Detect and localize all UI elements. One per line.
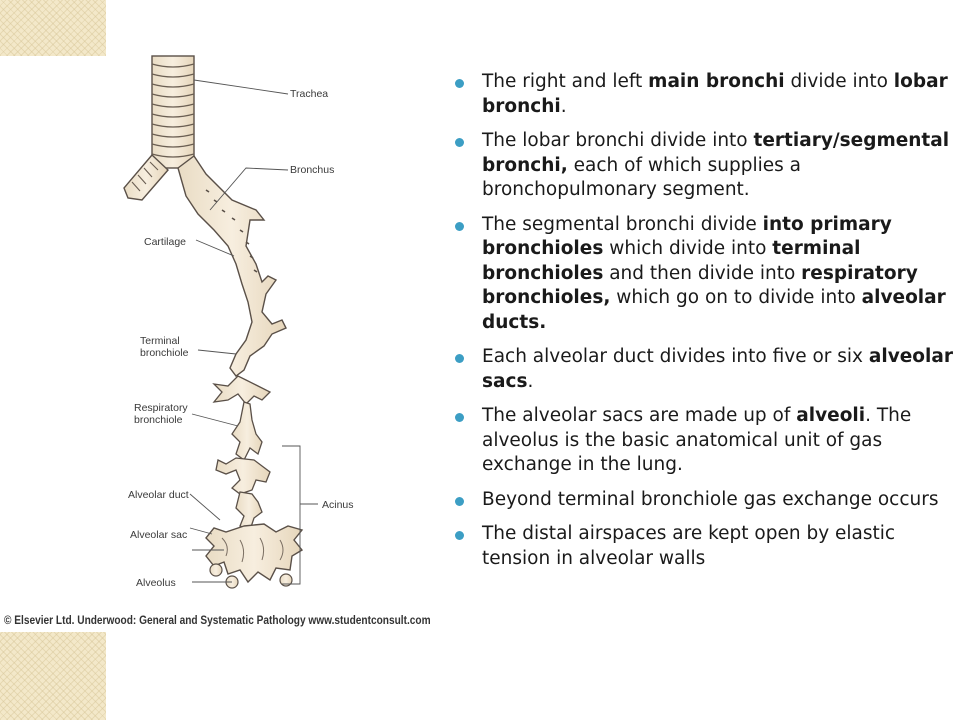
label-alveolus: Alveolus	[136, 577, 176, 589]
bullet-text: The alveolar sacs are made up of	[482, 405, 797, 426]
corner-decoration-top	[0, 0, 106, 56]
bullet-bold-term: lobar bronchi	[482, 71, 948, 117]
bullet-bold-term: alveolar ducts.	[482, 287, 946, 333]
bullet-text: The segmental bronchi divide	[482, 213, 763, 235]
bullet-dot-icon	[455, 531, 464, 540]
label-trachea: Trachea	[290, 88, 328, 100]
bullet-bold-term: terminal bronchioles	[482, 238, 861, 284]
bullet-item: The alveolar sacs are made up of alveoli…	[455, 404, 955, 478]
label-respiratory-2: bronchiole	[134, 414, 183, 426]
bullet-text: each of which supplies a bronchopulmonar…	[482, 154, 801, 201]
label-terminal-1: Terminal	[140, 335, 180, 347]
bullet-dot-icon	[455, 79, 464, 88]
airway-diagram: Trachea Bronchus Cartilage Terminal bron…	[0, 50, 460, 610]
label-respiratory-1: Respiratory	[134, 402, 188, 414]
bullet-text: which divide into	[603, 238, 773, 259]
bullet-text: Beyond terminal bronchiole gas exchange …	[482, 488, 939, 510]
label-terminal-2: bronchiole	[140, 347, 189, 359]
leader-lines	[189, 79, 318, 585]
bullet-item: The lobar bronchi divide into tertiary/s…	[455, 129, 955, 203]
label-cartilage: Cartilage	[144, 236, 186, 248]
bullet-bold-term: alveoli	[796, 405, 866, 426]
bullet-item: The right and left main bronchi divide i…	[455, 70, 955, 119]
bullet-text: . The alveolus is the basic anatomical u…	[482, 405, 912, 475]
bullet-text: and then divide into	[603, 262, 802, 284]
bullet-dot-icon	[455, 221, 464, 231]
corner-decoration-bottom	[0, 632, 106, 720]
bullet-bold-term: respiratory bronchioles,	[482, 262, 918, 309]
bullet-item: Beyond terminal bronchiole gas exchange …	[455, 488, 955, 513]
bullet-text: .	[560, 95, 567, 117]
label-bronchus: Bronchus	[290, 164, 334, 176]
bullet-bold-term: alveolar sacs	[482, 346, 953, 392]
bullet-dot-icon	[455, 413, 464, 422]
bullet-dot-icon	[455, 138, 464, 147]
bullet-list: The right and left main bronchi divide i…	[455, 70, 955, 581]
label-alveolar-duct: Alveolar duct	[128, 489, 189, 501]
bullet-text: which go on to divide into	[610, 287, 862, 308]
bullet-text: The right and left	[482, 71, 649, 92]
bullet-text: Each alveolar duct divides into five or …	[482, 346, 869, 367]
bullet-dot-icon	[455, 496, 464, 506]
bullet-text: The lobar bronchi divide into	[482, 130, 754, 151]
bullet-bold-term: into primary bronchioles	[482, 213, 892, 260]
bullet-item: Each alveolar duct divides into five or …	[455, 345, 955, 394]
bullet-text: divide into	[784, 71, 894, 92]
bullet-dot-icon	[455, 354, 464, 363]
label-alveolar-sac: Alveolar sac	[130, 529, 187, 541]
bullet-text: The distal airspaces are kept open by el…	[482, 523, 896, 569]
bullet-item: The distal airspaces are kept open by el…	[455, 522, 955, 571]
bullet-text: .	[527, 370, 534, 392]
bullet-item: The segmental bronchi divide into primar…	[455, 213, 955, 336]
bullet-bold-term: main bronchi	[648, 71, 785, 92]
bullet-bold-term: tertiary/segmental bronchi,	[482, 130, 950, 176]
airway-tree-shape	[177, 154, 304, 589]
label-acinus: Acinus	[322, 499, 354, 511]
copyright-line: © Elsevier Ltd. Underwood: General and S…	[4, 615, 431, 627]
left-bronchus-shape	[123, 153, 169, 201]
trachea-shape	[151, 55, 195, 169]
